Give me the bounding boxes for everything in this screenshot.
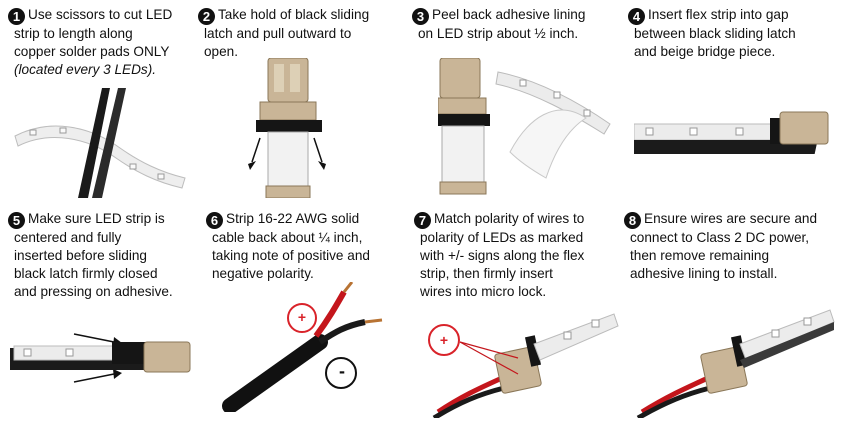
wires-micro-lock-image xyxy=(428,313,619,418)
scissors-cutting-strip-image xyxy=(14,88,186,198)
centered-strip-image xyxy=(10,333,191,383)
plus-polarity-label-2: + xyxy=(439,332,449,348)
plus-polarity-label: + xyxy=(297,309,307,325)
step-2-badge: 2 xyxy=(198,8,215,25)
step-6-badge: 6 xyxy=(206,212,223,229)
step-7-badge: 7 xyxy=(414,212,431,229)
insert-strip-image xyxy=(634,111,829,154)
minus-polarity-label: - xyxy=(339,361,345,381)
step-8-badge: 8 xyxy=(624,212,641,229)
step-4-badge: 4 xyxy=(628,8,645,25)
installed-connector-image xyxy=(636,309,835,418)
step-1-badge: 1 xyxy=(8,8,25,25)
step-5-badge: 5 xyxy=(8,212,25,229)
open-connector-image xyxy=(248,58,326,198)
stripped-cable-image xyxy=(222,282,383,412)
peel-adhesive-image xyxy=(438,58,611,195)
step-3-badge: 3 xyxy=(412,8,429,25)
